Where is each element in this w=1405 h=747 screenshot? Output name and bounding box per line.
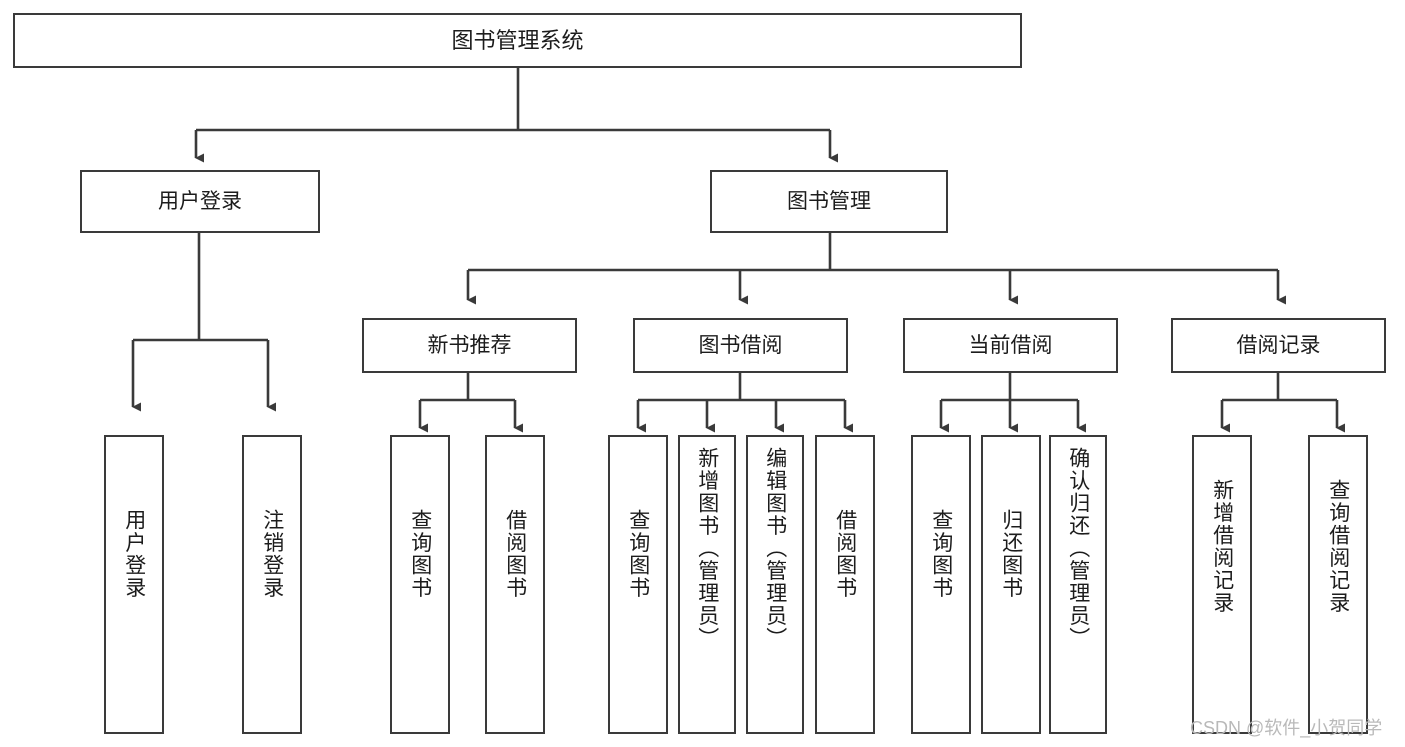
node-leaf-query-book-1-label: 查询图书	[408, 509, 432, 599]
node-leaf-borrow-book-1[interactable]: 借阅图书	[485, 435, 545, 734]
node-leaf-edit-book[interactable]: 编辑图书（管理员）	[746, 435, 804, 734]
node-book-management[interactable]: 图书管理	[710, 170, 948, 233]
node-borrow-record[interactable]: 借阅记录	[1171, 318, 1386, 373]
node-root[interactable]: 图书管理系统	[13, 13, 1022, 68]
node-leaf-query-record[interactable]: 查询借阅记录	[1308, 435, 1368, 734]
node-new-book-recommend[interactable]: 新书推荐	[362, 318, 577, 373]
node-leaf-query-book-2[interactable]: 查询图书	[608, 435, 668, 734]
node-root-label: 图书管理系统	[451, 27, 584, 53]
node-book-management-label: 图书管理	[787, 190, 871, 213]
node-leaf-add-book[interactable]: 新增图书（管理员）	[678, 435, 736, 734]
node-leaf-borrow-book-2[interactable]: 借阅图书	[815, 435, 875, 734]
node-leaf-logout-login[interactable]: 注销登录	[242, 435, 302, 734]
node-leaf-query-record-label: 查询借阅记录	[1326, 479, 1350, 614]
node-leaf-confirm-return[interactable]: 确认归还（管理员）	[1049, 435, 1107, 734]
node-leaf-confirm-return-label: 确认归还（管理员）	[1066, 447, 1090, 650]
node-leaf-user-login[interactable]: 用户登录	[104, 435, 164, 734]
node-borrow-record-label: 借阅记录	[1236, 334, 1321, 357]
node-leaf-add-record[interactable]: 新增借阅记录	[1192, 435, 1252, 734]
node-current-borrow[interactable]: 当前借阅	[903, 318, 1118, 373]
node-leaf-return-book[interactable]: 归还图书	[981, 435, 1041, 734]
node-leaf-borrow-book-1-label: 借阅图书	[503, 509, 527, 599]
node-leaf-edit-book-label: 编辑图书（管理员）	[763, 447, 787, 650]
node-current-borrow-label: 当前借阅	[968, 334, 1053, 357]
node-user-login[interactable]: 用户登录	[80, 170, 320, 233]
node-new-book-recommend-label: 新书推荐	[427, 334, 512, 357]
watermark: CSDN @软件_小贺同学	[1190, 718, 1383, 738]
node-user-login-label: 用户登录	[158, 190, 242, 213]
node-leaf-query-book-2-label: 查询图书	[626, 509, 650, 599]
node-leaf-add-record-label: 新增借阅记录	[1210, 479, 1234, 614]
node-book-borrow[interactable]: 图书借阅	[633, 318, 848, 373]
node-leaf-borrow-book-2-label: 借阅图书	[833, 509, 857, 599]
node-leaf-query-book-1[interactable]: 查询图书	[390, 435, 450, 734]
node-leaf-return-book-label: 归还图书	[999, 509, 1023, 599]
node-book-borrow-label: 图书借阅	[698, 334, 783, 357]
node-leaf-add-book-label: 新增图书（管理员）	[695, 447, 719, 650]
node-leaf-user-login-label: 用户登录	[122, 509, 146, 599]
node-leaf-logout-login-label: 注销登录	[260, 509, 284, 599]
node-leaf-query-book-3[interactable]: 查询图书	[911, 435, 971, 734]
node-leaf-query-book-3-label: 查询图书	[929, 509, 953, 599]
